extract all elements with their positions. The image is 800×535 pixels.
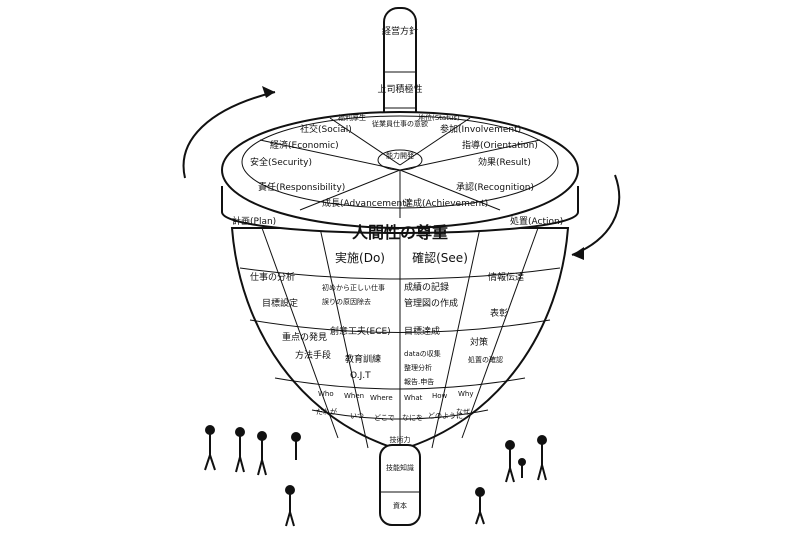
- disk-front-label: 成長(Advancement): [322, 197, 409, 209]
- five-w: What: [404, 394, 423, 402]
- five-w-jp: いつ: [350, 412, 364, 420]
- five-w: How: [432, 392, 448, 400]
- people-group-right: [475, 435, 547, 525]
- left-item: 方法手段: [295, 349, 331, 361]
- five-w-jp: なにを: [402, 414, 423, 422]
- disk-label: 経済(Economic): [270, 139, 339, 151]
- mid-item: O.J.T: [350, 371, 371, 381]
- mid2-item: 目標達成: [404, 325, 440, 337]
- disk-label: 地位(Status): [418, 113, 460, 122]
- spindle-policy: 経営方針: [382, 25, 418, 37]
- bottom-skill: 技能知識: [386, 463, 414, 472]
- mid-item: 誤りの原因除去: [322, 297, 371, 306]
- left-item: 目標設定: [262, 297, 298, 309]
- mid-item: 創意工夫(ECE): [330, 325, 391, 337]
- five-w-jp: どのように: [428, 412, 463, 420]
- mid2-item: 整理分析: [404, 363, 432, 372]
- disk-label: 安全(Security): [250, 156, 312, 168]
- spindle-dev: 能力開発: [386, 151, 414, 160]
- mid2-item: dataの収集: [404, 349, 441, 358]
- col-header-do: 実施(Do): [335, 250, 385, 265]
- left-item: 仕事の分析: [250, 271, 295, 283]
- disk-front-label: 責任(Responsibility): [258, 181, 345, 193]
- right-item: 表彰: [490, 307, 508, 319]
- spindle-bottom: [379, 444, 421, 526]
- five-w: Who: [318, 390, 334, 398]
- disk-label: 福利厚生: [338, 113, 366, 122]
- right-item: 情報伝達: [488, 271, 524, 283]
- disk-label: 指導(Orientation): [462, 139, 538, 151]
- arrow-head-right: [572, 247, 584, 260]
- bottom-capital: 資本: [393, 501, 407, 510]
- disk-label: 社交(Social): [300, 123, 352, 135]
- left-item: 重点の発見: [282, 331, 327, 343]
- rim-left: 計画(Plan): [232, 215, 276, 227]
- disk-front-label: 承認(Recognition): [456, 181, 534, 193]
- mid-item: 教育訓練: [345, 353, 381, 365]
- rim-right: 処置(Action): [510, 215, 563, 227]
- arrow-head-left: [262, 86, 275, 98]
- people-group-left: [204, 425, 301, 527]
- five-w-jp: だれが: [316, 407, 337, 416]
- rotation-arrow-right: [571, 174, 621, 256]
- bottom-ring: 技術力: [390, 435, 411, 444]
- spindle-boss: 上司積極性: [377, 83, 422, 95]
- mid2-item: 成績の記録: [404, 281, 449, 293]
- disk-label: 効果(Result): [478, 156, 531, 168]
- rotation-arrow-left: [182, 91, 276, 179]
- rim-center: 人間性の尊重: [352, 223, 448, 242]
- disk-label: 参加(Involvement): [440, 123, 521, 135]
- mid2-item: 管理図の作成: [404, 297, 458, 309]
- right-item: 対策: [470, 336, 488, 348]
- spindle-employee: 従業員仕事の意欲: [372, 119, 428, 128]
- mid2-item: 報告.申告: [404, 377, 434, 386]
- five-w-jp: どこで: [374, 414, 395, 422]
- five-w: When: [344, 392, 364, 400]
- disk-front-label: 達成(Achievement): [404, 197, 488, 209]
- five-w: Why: [458, 390, 474, 398]
- right-item: 処置の確認: [468, 355, 503, 364]
- col-header-see: 確認(See): [412, 250, 468, 265]
- mid-item: 初めから正しい仕事: [322, 283, 385, 292]
- five-w: Where: [370, 394, 393, 402]
- five-w-jp: なぜ: [456, 408, 470, 416]
